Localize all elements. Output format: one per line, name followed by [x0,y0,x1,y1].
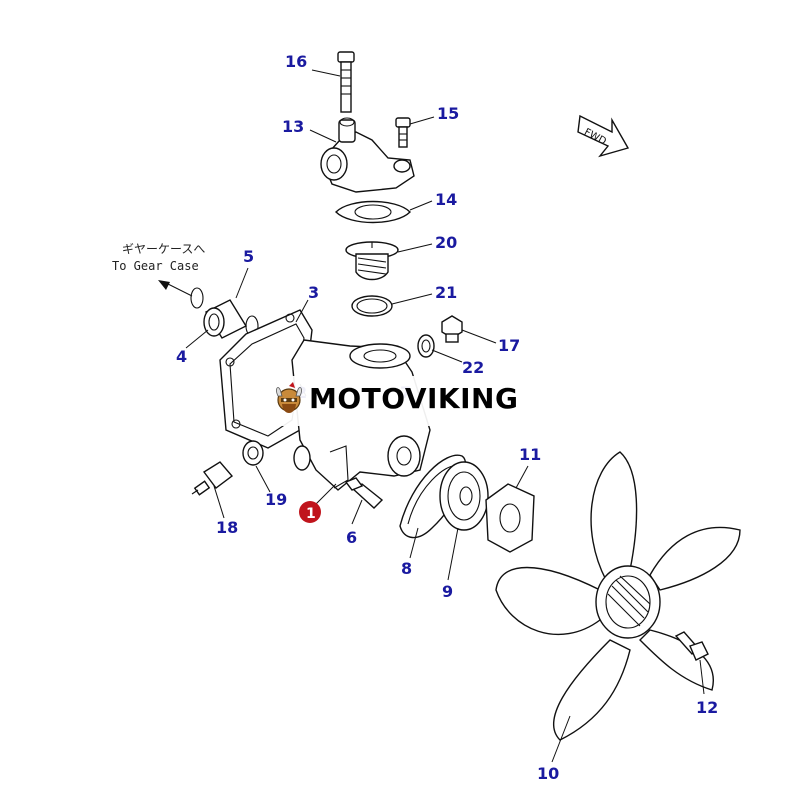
label-18: 18 [216,518,238,537]
washer-22-part [417,334,435,358]
label-5: 5 [243,247,254,266]
spacer-11-part [485,483,535,553]
washer-19-part [242,440,264,466]
label-22: 22 [462,358,484,377]
thermostat-20-part [345,241,399,281]
part-1-badge-label: 1 [306,506,316,522]
label-19: 19 [265,490,287,509]
label-9: 9 [442,582,453,601]
gear-case-arrow-icon [158,280,193,297]
label-4: 4 [176,347,187,366]
label-17: 17 [498,336,520,355]
plug-17-part [441,315,463,343]
label-13: 13 [282,117,304,136]
watermark-text: MOTOVIKING [309,382,519,415]
label-6: 6 [346,528,357,547]
label-3: 3 [308,283,319,302]
bolt-16-part [337,51,355,113]
pulley-9-part [439,461,489,531]
label-12: 12 [696,698,718,717]
sensor-18-part [191,461,234,496]
viking-logo-icon [276,382,302,413]
leader-lines [185,69,705,763]
watermark-banner: MOTOVIKING [263,376,535,426]
label-8: 8 [401,559,412,578]
pipe-4-part [203,299,247,339]
label-21: 21 [435,283,457,302]
fwd-arrow-icon: FWD [577,114,630,158]
label-14: 14 [435,190,457,209]
thermostat-cover-13-part [320,117,415,193]
bolt-12-part [674,631,709,661]
o-ring-21-part [351,295,393,317]
gasket-14-part [335,200,411,224]
label-15: 15 [437,104,459,123]
bolt-6-part [344,477,384,509]
bolt-15-part [395,117,411,148]
part-1-badge: 1 [299,501,321,523]
label-11: 11 [519,445,541,464]
fan-10-part [495,451,741,741]
label-16: 16 [285,52,307,71]
label-10: 10 [537,764,559,783]
gear-case-note-en: To Gear Case [112,259,199,273]
gear-case-note-jp: ギヤーケースへ [122,242,205,256]
label-20: 20 [435,233,457,252]
